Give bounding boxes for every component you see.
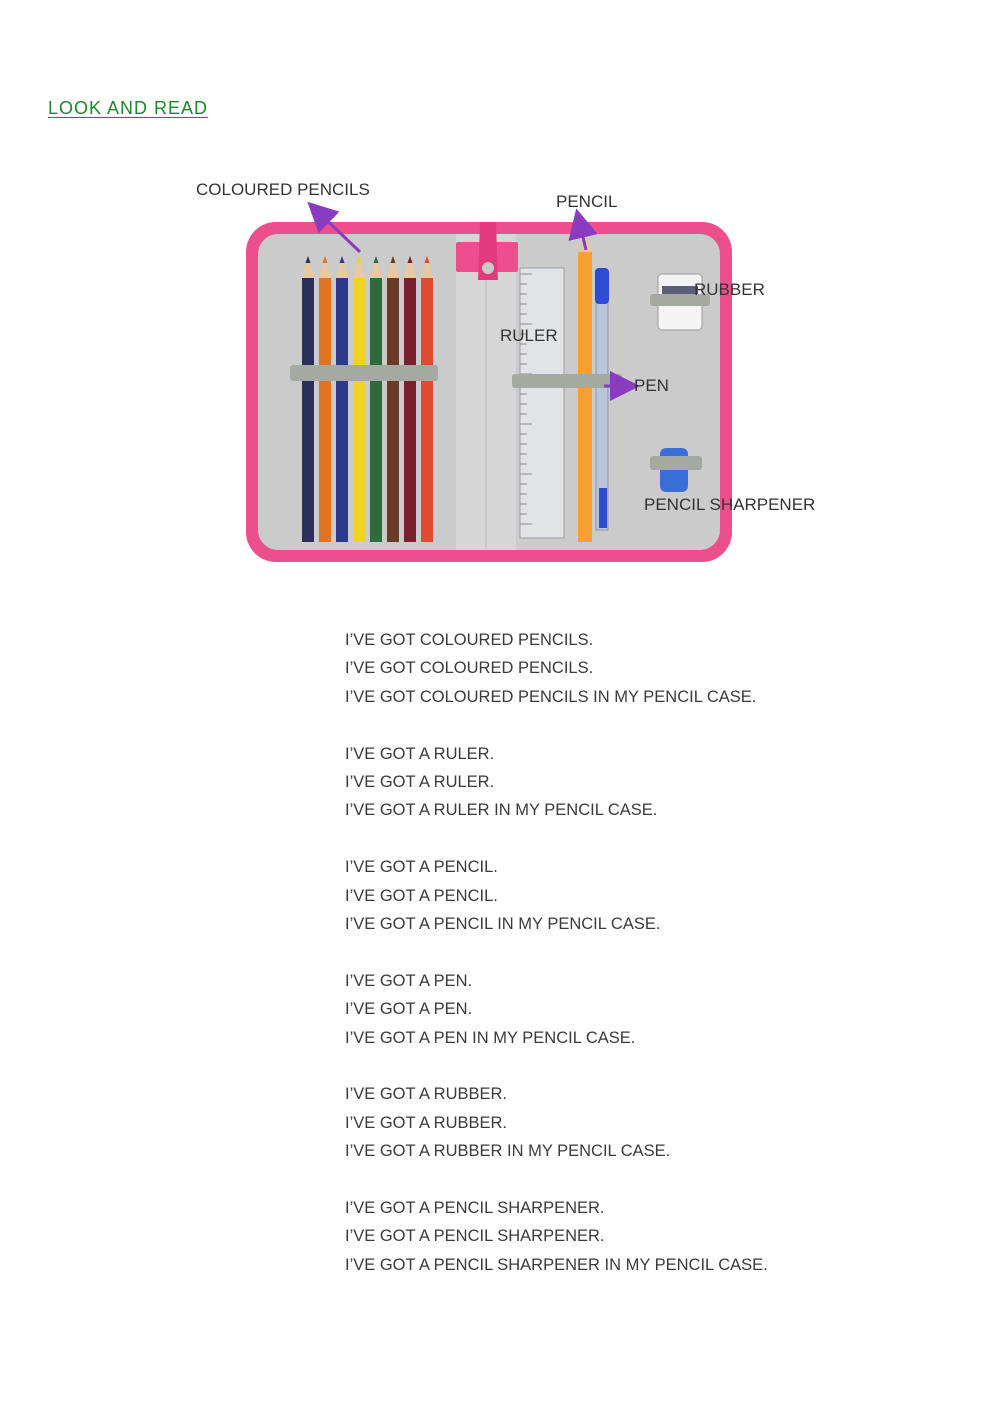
label-ruler: RULER (500, 326, 558, 345)
stanza: I’VE GOT A PEN. I’VE GOT A PEN. I’VE GOT… (345, 967, 945, 1052)
verse-line: I’VE GOT A PENCIL. (345, 886, 498, 905)
stanza: I’VE GOT A RULER. I’VE GOT A RULER. I’VE… (345, 740, 945, 825)
coloured-pencil (387, 278, 399, 542)
coloured-pencil (319, 278, 331, 542)
coloured-pencil-tip (353, 256, 365, 278)
verse-line: I’VE GOT A RULER. (345, 773, 495, 792)
verse-line: I’VE GOT A RUBBER. (345, 1085, 507, 1104)
verse-line: I’VE GOT A PEN IN MY PENCIL CASE. (345, 1028, 636, 1047)
verses: I’VE GOT COLOURED PENCILS. I’VE GOT COLO… (345, 626, 945, 1308)
label-rubber: RUBBER (694, 280, 765, 299)
elastic-band-left (290, 365, 438, 381)
coloured-pencil-lead (339, 256, 345, 263)
verse-line: I’VE GOT A RUBBER. (345, 1113, 507, 1132)
verse-line: I’VE GOT A RULER. (345, 744, 495, 763)
stanza: I’VE GOT A PENCIL SHARPENER. I’VE GOT A … (345, 1194, 945, 1279)
coloured-pencil-lead (305, 256, 311, 263)
stanza: I’VE GOT A PENCIL. I’VE GOT A PENCIL. I’… (345, 853, 945, 938)
coloured-pencil-tip (421, 256, 433, 278)
verse-line: I’VE GOT COLOURED PENCILS IN MY PENCIL C… (345, 687, 757, 706)
coloured-pencil (370, 278, 382, 542)
pen-shape (595, 268, 609, 531)
coloured-pencil-lead (407, 256, 413, 263)
pencil-sharpener-shape (650, 448, 702, 492)
rubber-shape (650, 273, 710, 331)
stanza: I’VE GOT A RUBBER. I’VE GOT A RUBBER. I’… (345, 1080, 945, 1165)
coloured-pencil-lead (322, 256, 328, 263)
coloured-pencil-lead (373, 256, 379, 263)
verse-line: I’VE GOT A PENCIL. (345, 858, 498, 877)
arrow-coloured-pencils (307, 201, 362, 254)
verse-line: I’VE GOT A PENCIL SHARPENER. (345, 1227, 605, 1246)
coloured-pencils-group (302, 256, 433, 542)
coloured-pencil-tip (302, 256, 314, 278)
coloured-pencil-tip (387, 256, 399, 278)
verse-line: I’VE GOT A RULER IN MY PENCIL CASE. (345, 801, 658, 820)
verse-line: I’VE GOT A PENCIL IN MY PENCIL CASE. (345, 915, 661, 934)
label-pen: PEN (634, 376, 669, 395)
coloured-pencil (421, 278, 433, 542)
verse-line: I’VE GOT A RUBBER IN MY PENCIL CASE. (345, 1142, 671, 1161)
label-pencil-sharpener: PENCIL SHARPENER (644, 495, 816, 514)
verse-line: I’VE GOT COLOURED PENCILS. (345, 659, 594, 678)
pencil-case-svg (246, 201, 732, 562)
verse-line: I’VE GOT A PEN. (345, 971, 473, 990)
verse-line: I’VE GOT COLOURED PENCILS. (345, 631, 594, 649)
coloured-pencil-lead (356, 256, 362, 263)
verse-line: I’VE GOT A PENCIL SHARPENER IN MY PENCIL… (345, 1255, 768, 1274)
coloured-pencil-tip (404, 256, 416, 278)
arrow-pencil (568, 208, 598, 251)
coloured-pencil-tip (336, 256, 348, 278)
coloured-pencil-lead (390, 256, 396, 263)
pencil-case-illustration: COLOURED PENCILS PENCIL RUBBER RULER PEN… (180, 170, 840, 580)
elastic-band-middle (512, 374, 622, 388)
coloured-pencil (404, 278, 416, 542)
stanza: I’VE GOT COLOURED PENCILS. I’VE GOT COLO… (345, 626, 945, 711)
label-coloured-pencils: COLOURED PENCILS (196, 180, 370, 199)
ruler-shape (519, 267, 565, 539)
coloured-pencil (353, 278, 365, 542)
coloured-pencil (336, 278, 348, 542)
label-pencil: PENCIL (556, 192, 618, 211)
page-heading: LOOK AND READ (48, 98, 209, 118)
coloured-pencil-lead (424, 256, 430, 263)
coloured-pencil-tip (370, 256, 382, 278)
verse-line: I’VE GOT A PEN. (345, 1000, 473, 1019)
coloured-pencil (302, 278, 314, 542)
verse-line: I’VE GOT A PENCIL SHARPENER. (345, 1199, 605, 1218)
coloured-pencil-tip (319, 256, 331, 278)
